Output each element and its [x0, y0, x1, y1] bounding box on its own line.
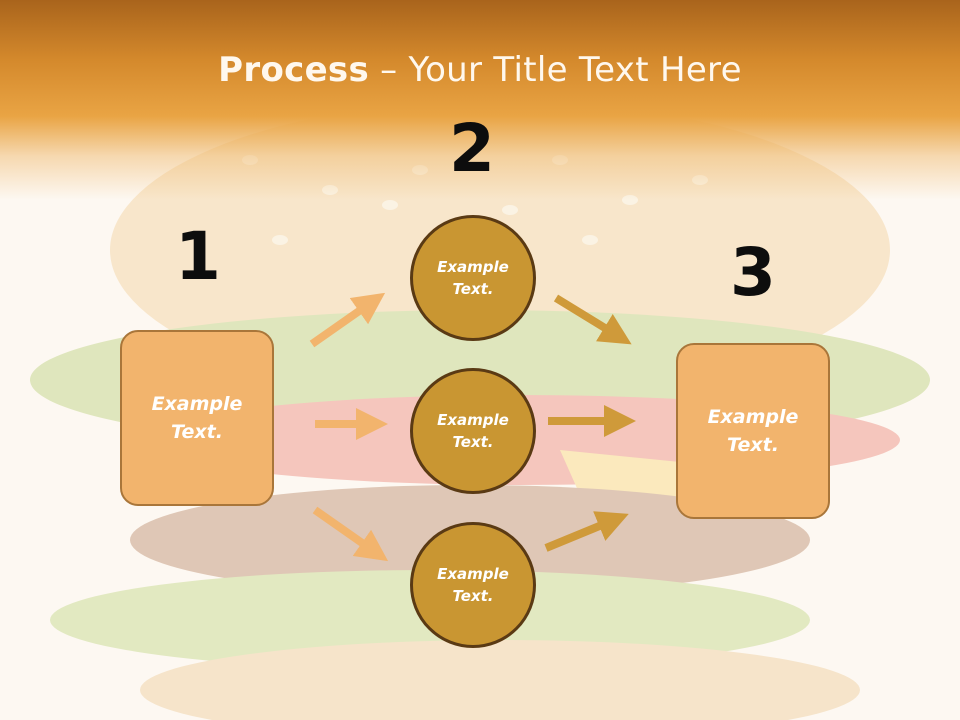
step-number-3: 3 [730, 234, 776, 311]
arrow-1-to-2c [312, 506, 389, 562]
step-2-circle-bottom[interactable]: Example Text. [410, 522, 536, 648]
title-rest: – Your Title Text Here [369, 50, 742, 90]
step-2-circle-top[interactable]: Example Text. [410, 215, 536, 341]
step-3-box-text: Example Text. [707, 405, 799, 457]
arrow-2a-to-3 [553, 294, 632, 345]
step-1-box[interactable]: Example Text. [120, 330, 274, 506]
step-1-box-text: Example Text. [151, 392, 243, 444]
slide-title: Process – Your Title Text Here [0, 50, 960, 90]
header-band [0, 0, 960, 200]
step-number-1: 1 [175, 218, 221, 295]
arrow-2c-to-3 [544, 511, 629, 552]
step-3-box[interactable]: Example Text. [676, 343, 830, 519]
step-2-circle-middle[interactable]: Example Text. [410, 368, 536, 494]
circle-middle-text: Example Text. [437, 410, 509, 452]
step-number-2: 2 [449, 110, 495, 187]
arrow-1-to-2a [309, 292, 386, 348]
title-bold: Process [218, 50, 370, 90]
circle-bottom-text: Example Text. [437, 564, 509, 606]
circle-top-text: Example Text. [437, 257, 509, 299]
